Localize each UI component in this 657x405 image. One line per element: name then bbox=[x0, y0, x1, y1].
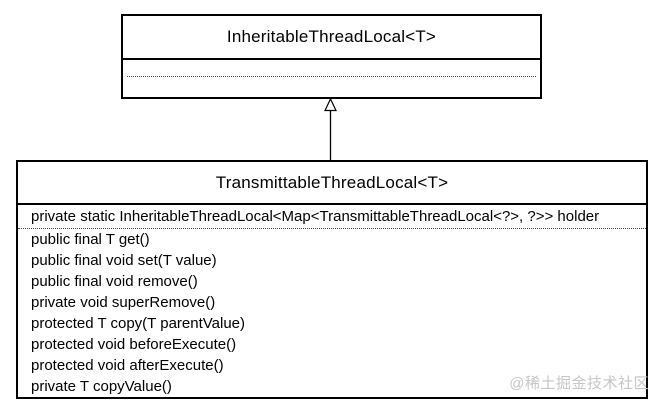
attributes-methods-divider bbox=[18, 228, 646, 229]
generalization-arrow-icon bbox=[324, 97, 337, 162]
method-item: public final T get() bbox=[31, 231, 150, 248]
method-item: private void superRemove() bbox=[31, 294, 216, 311]
method-item: public final void remove() bbox=[31, 273, 198, 290]
method-item: public final void set(T value) bbox=[31, 252, 217, 269]
method-item: protected T copy(T parentValue) bbox=[31, 315, 246, 332]
class-title-inheritablethreadlocal: InheritableThreadLocal<T> bbox=[123, 16, 540, 60]
class-box-inheritablethreadlocal: InheritableThreadLocal<T> bbox=[121, 14, 542, 99]
methods-compartment: public final T get() public final void s… bbox=[18, 229, 646, 397]
method-item: protected void afterExecute() bbox=[31, 357, 224, 374]
class-title-transmittablethreadlocal: TransmittableThreadLocal<T> bbox=[18, 162, 646, 205]
class-box-transmittablethreadlocal: TransmittableThreadLocal<T> private stat… bbox=[16, 160, 648, 399]
attribute-item: private static InheritableThreadLocal<Ma… bbox=[31, 208, 600, 225]
method-item: protected void beforeExecute() bbox=[31, 336, 237, 353]
method-item: private T copyValue() bbox=[31, 378, 172, 395]
watermark-text: @稀土掘金技术社区 bbox=[509, 375, 649, 392]
attributes-methods-divider bbox=[127, 76, 536, 77]
class-body-empty-compartments bbox=[123, 76, 540, 113]
